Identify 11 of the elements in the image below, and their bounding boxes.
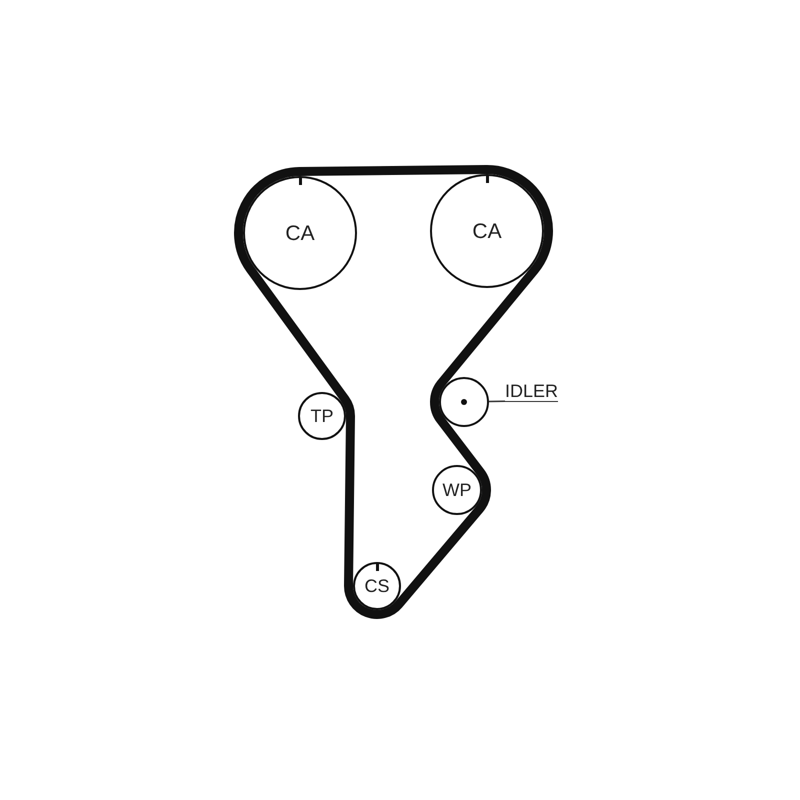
pulley: [439, 377, 489, 427]
pulley-label: CA: [472, 220, 502, 242]
pulley-label: CA: [285, 222, 315, 244]
leader-line: [488, 400, 506, 402]
pulley: [432, 465, 482, 515]
pulley: [353, 562, 401, 610]
pulley: [298, 392, 346, 440]
pulley-label: TP: [310, 407, 334, 425]
pulley-label: CS: [364, 577, 390, 595]
pulley-label: WP: [442, 481, 472, 499]
callout-label: IDLER: [505, 382, 558, 402]
